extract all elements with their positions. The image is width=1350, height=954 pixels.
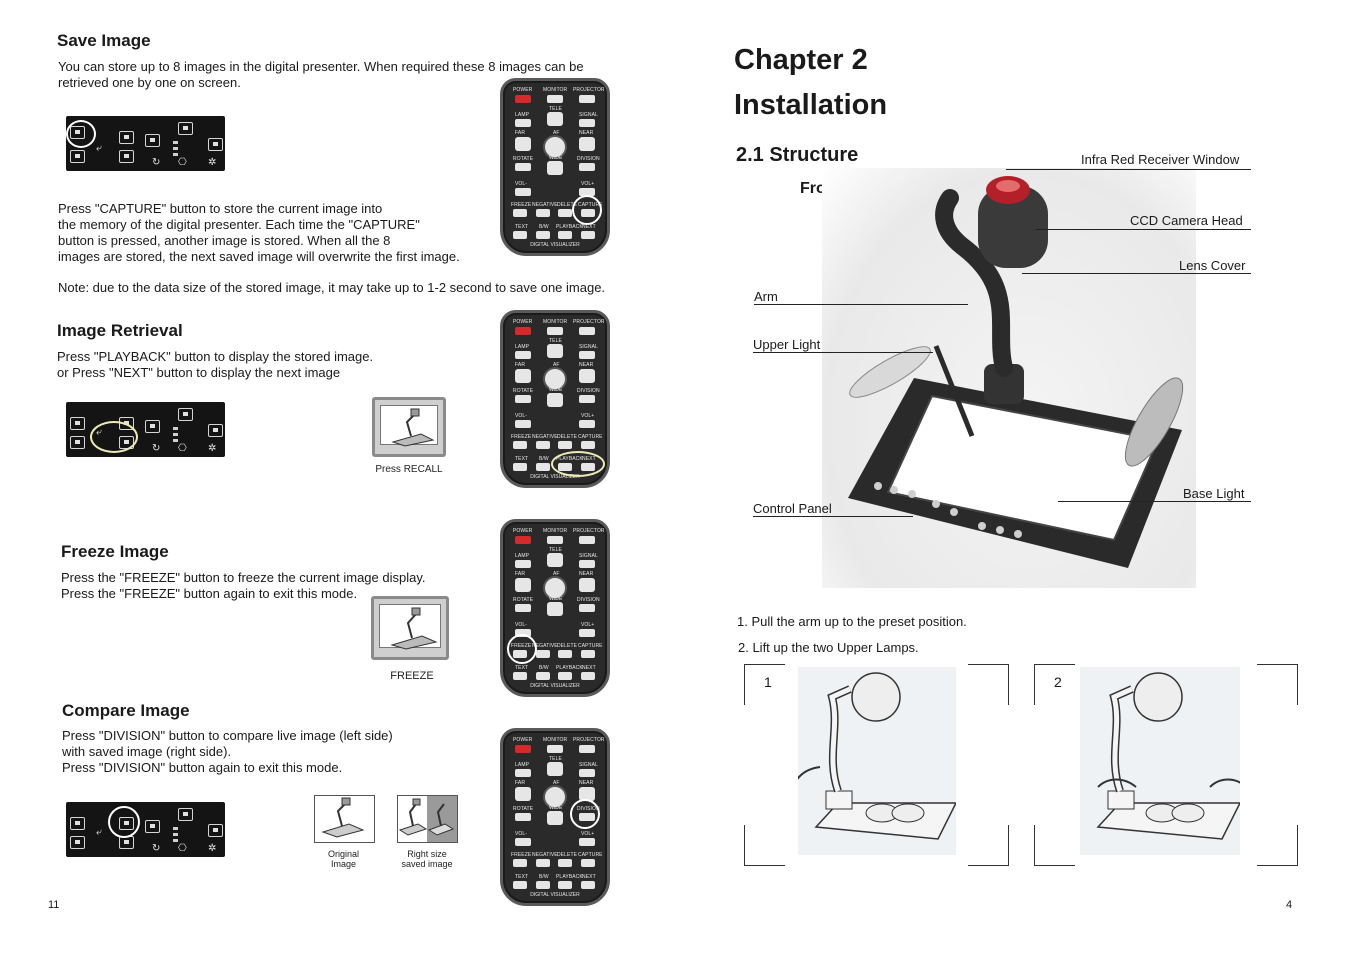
save-image-note: Note: due to the data size of the stored…: [58, 280, 606, 295]
label-arm: Arm: [754, 289, 778, 304]
compare-image-body: Press "DIVISION" button to compare live …: [62, 728, 393, 775]
freeze-image-heading: Freeze Image: [61, 542, 169, 561]
monitor-illustration-freeze: [371, 596, 449, 660]
section-heading: 2.1 Structure: [736, 144, 859, 166]
remote-illustration-capture: POWER MONITOR PROJECTOR TELE LAMP SIGNAL…: [500, 78, 610, 256]
freeze-caption: FREEZE: [390, 670, 434, 682]
control-panel-illustration-retrieval: ⤶ ↻ ⎔ ✲: [66, 402, 225, 457]
original-image-thumbnail: [314, 795, 375, 843]
chapter-number: Chapter 2: [734, 44, 868, 76]
document-camera-photo: [822, 168, 1196, 588]
label-ir-window: Infra Red Receiver Window: [1081, 152, 1240, 167]
step-1: 1. Pull the arm up to the preset positio…: [737, 614, 967, 629]
split-image-caption: Right size saved image: [401, 849, 453, 869]
label-control-panel: Control Panel: [753, 501, 832, 516]
control-panel-illustration-save: ⤶ ↻ ⎔ ✲: [66, 116, 225, 171]
step-2: 2. Lift up the two Upper Lamps.: [738, 640, 919, 655]
figure-1-illustration: [788, 667, 958, 855]
figure-1-frame: 1: [744, 664, 1009, 866]
page-number-right: 4: [1286, 899, 1293, 911]
split-image-thumbnail: [397, 795, 458, 843]
compare-image-heading: Compare Image: [62, 701, 190, 720]
control-panel-illustration-compare: ⤶ ↻ ⎔ ✲: [66, 802, 225, 857]
freeze-image-body: Press the "FREEZE" button to freeze the …: [61, 570, 426, 601]
monitor-illustration-recall: [372, 397, 446, 457]
save-image-heading: Save Image: [57, 31, 151, 50]
label-lens-cover: Lens Cover: [1179, 258, 1246, 273]
image-retrieval-heading: Image Retrieval: [57, 321, 183, 340]
figure-2-frame: 2: [1034, 664, 1298, 866]
label-ccd-head: CCD Camera Head: [1130, 213, 1243, 228]
image-retrieval-body: Press "PLAYBACK" button to display the s…: [57, 349, 374, 380]
label-base-light: Base Light: [1183, 486, 1245, 501]
figure-1-number: 1: [764, 674, 772, 690]
save-image-body: Press "CAPTURE" button to store the curr…: [58, 201, 460, 264]
save-image-intro: You can store up to 8 images in the digi…: [58, 59, 584, 90]
original-image-caption: Original Image: [327, 849, 359, 869]
label-upper-light: Upper Light: [753, 337, 821, 352]
recall-caption: Press RECALL: [375, 464, 443, 475]
remote-illustration-playback: POWER MONITOR PROJECTOR TELE LAMP SIGNAL…: [500, 310, 610, 488]
remote-illustration-division: POWER MONITOR PROJECTOR TELE LAMP SIGNAL…: [500, 728, 610, 906]
page-number-left: 11: [48, 899, 60, 911]
remote-illustration-freeze: POWER MONITOR PROJECTOR TELE LAMP SIGNAL…: [500, 519, 610, 697]
figure-2-number: 2: [1054, 674, 1062, 690]
chapter-title: Installation: [734, 89, 888, 121]
figure-2-illustration: [1080, 667, 1247, 855]
